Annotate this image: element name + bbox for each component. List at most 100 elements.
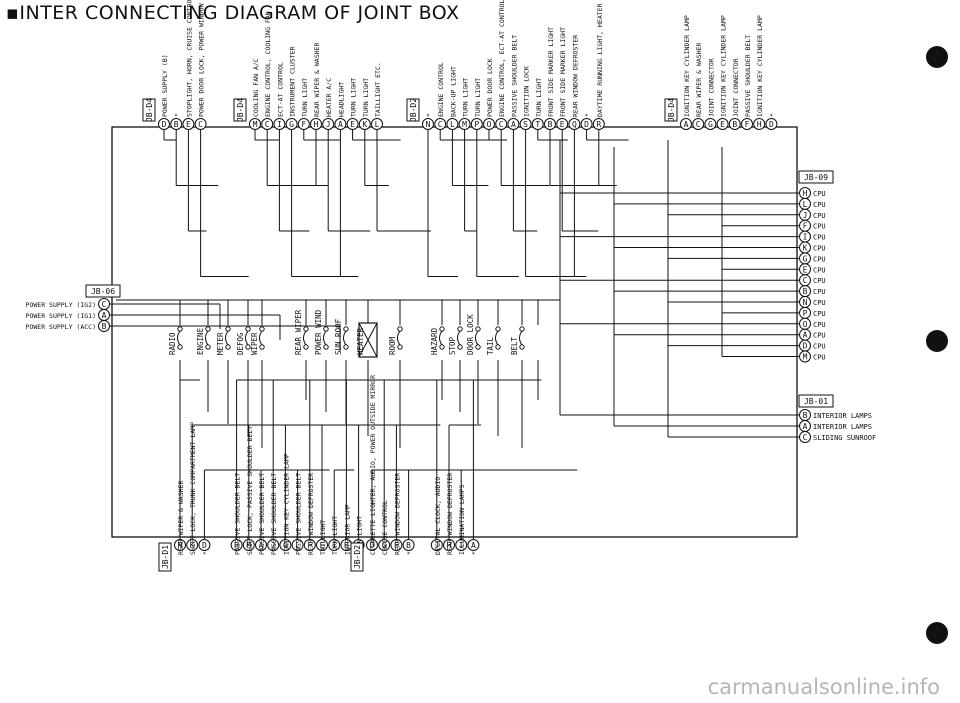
pin-code: P (803, 309, 808, 318)
fuse-terminal (457, 326, 463, 332)
fuse-label: STOP (448, 336, 457, 355)
pin-code: S (523, 120, 528, 129)
pin-code: N (803, 298, 808, 307)
pin-label: ENGINE CONTROL (437, 62, 445, 117)
pin-circle (580, 118, 593, 130)
pin-label: COOLING FAN A/C (252, 58, 260, 117)
pin-label: TAILLIGHT ETC. (374, 62, 382, 117)
joint-box-frame (111, 126, 798, 538)
pin-code: E (803, 265, 808, 274)
pin-circle (430, 539, 443, 551)
pin-circle (279, 539, 292, 551)
pin-circle (261, 118, 274, 130)
pin-circle (170, 118, 183, 130)
pin-label: REAR WIPER & WASHER (695, 43, 703, 117)
connector-id-box (664, 98, 678, 122)
fuse-element (303, 330, 307, 346)
connector-id-box (85, 284, 121, 298)
pin-label: CPU (813, 354, 826, 362)
pin-label: TURN LIGHT (350, 78, 358, 117)
pin-code: E (720, 120, 725, 129)
pin-code: H (234, 541, 239, 550)
relay-cross (358, 322, 378, 358)
pin-circle (422, 118, 434, 130)
pin-code: L (450, 120, 455, 129)
pin-code: A (471, 541, 476, 550)
fuse-terminal (475, 326, 481, 332)
pin-circle (390, 539, 403, 551)
pin-circle (728, 118, 741, 130)
binder-hole-icon (926, 330, 948, 352)
pin-label: PASSIVE SHOULDER BELT (270, 473, 278, 555)
pin-code: E (186, 120, 191, 129)
pin-circle (446, 118, 459, 130)
pin-code: C (265, 120, 270, 129)
fuse-terminal (205, 344, 211, 350)
pin-code: R (596, 120, 601, 129)
pin-label: PASSIVE SHOULDER BELT (744, 35, 752, 117)
connector-id: JB-D2 (409, 98, 418, 122)
pin-circle (692, 118, 705, 130)
connector-id: JB-D2 (353, 545, 362, 569)
pin-code: G (708, 120, 713, 129)
pin-code: G (283, 541, 288, 550)
pin-code: H (314, 120, 319, 129)
pin-circle (753, 118, 766, 130)
pin-circle (495, 118, 508, 130)
pin-code: D (370, 541, 375, 550)
pin-circle (328, 539, 341, 551)
pin-circle (194, 118, 207, 130)
pin-label: CPU (813, 288, 826, 296)
connector-id-box (350, 542, 364, 572)
fuse-element (205, 330, 209, 346)
pin-code: B (406, 541, 411, 550)
pin-code: O (487, 120, 492, 129)
fuse-element (259, 330, 263, 346)
pin-label: CPU (813, 223, 826, 231)
fuse-label: ENGINE (196, 327, 205, 355)
fuse-terminal (397, 344, 403, 350)
pin-circle (519, 118, 532, 130)
fuse-terminal (519, 344, 525, 350)
pin-code: A (803, 331, 808, 340)
pin-code: B (102, 322, 107, 331)
pin-circle (704, 118, 717, 130)
fuse-terminal (177, 326, 183, 332)
pin-circle (198, 539, 211, 551)
pin-label: DIGITAL CLOCK, AUDIO (434, 477, 442, 555)
connector-id: JB-09 (804, 173, 828, 182)
pin-circle (366, 539, 378, 551)
pin-code: B (548, 120, 553, 129)
pin-label: TURN LIGHT (462, 78, 470, 117)
pin-circle (291, 539, 304, 551)
pin-code: N (178, 541, 183, 550)
connector-id-box (406, 98, 420, 122)
pin-code: I (277, 120, 282, 129)
pin-circle (249, 118, 261, 130)
connector-id: JB-D4 (236, 98, 245, 122)
pin-label: CPU (813, 190, 826, 198)
fuse-terminal (177, 344, 183, 350)
pin-circle (568, 118, 581, 130)
pin-label: TURN LIGHT (301, 78, 309, 117)
fuse-terminal (397, 326, 403, 332)
pin-circle (799, 431, 811, 443)
binder-hole-icon (926, 622, 948, 644)
pin-code: B (174, 120, 179, 129)
pin-code: I (459, 541, 464, 550)
pin-code: A (259, 541, 264, 550)
pin-label: CPU (813, 255, 826, 263)
pin-label: CIGARETTE LIGHTER, AUDIO, POWER OUTSIDE … (369, 375, 377, 555)
pin-label: DAYTIME RUNNING LIGHT, HEATER A/C, REAR … (596, 0, 604, 117)
pin-code: D (769, 120, 774, 129)
fuse-element (225, 330, 229, 346)
pin-code: C (696, 120, 701, 129)
pin-circle (310, 118, 322, 130)
pin-circle (255, 539, 267, 551)
fuse-terminal (323, 326, 329, 332)
pin-label: CPU (813, 212, 826, 220)
pin-code: F (803, 222, 808, 231)
pin-code: A (338, 120, 343, 129)
